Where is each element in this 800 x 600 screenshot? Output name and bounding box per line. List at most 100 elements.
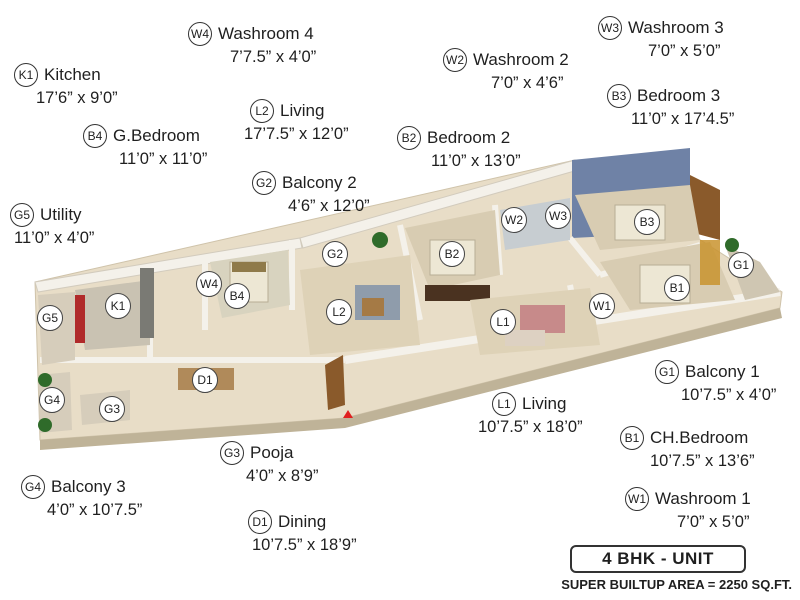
code-l1: L1: [492, 392, 516, 416]
marker-w1: W1: [589, 293, 615, 319]
slab-edge: [40, 308, 782, 450]
dim-g2: 4’6” x 12’0”: [288, 197, 370, 215]
plant-2: [38, 418, 52, 432]
plant-4: [725, 238, 739, 252]
dim-d1: 10’7.5” x 18’9”: [252, 536, 357, 554]
marker-b4: B4: [224, 283, 250, 309]
label-l1: L1 Living 10’7.5” x 18’0”: [478, 392, 583, 437]
code-w1: W1: [625, 487, 649, 511]
dim-b4: 11’0” x 11’0”: [119, 150, 208, 168]
code-g2: G2: [252, 171, 276, 195]
marker-l2: L2: [326, 299, 352, 325]
marker-g4: G4: [39, 387, 65, 413]
code-b2: B2: [397, 126, 421, 150]
code-k1: K1: [14, 63, 38, 87]
name-b2: Bedroom 2: [427, 128, 511, 147]
headboard-b4: [232, 262, 266, 272]
label-g2: G2 Balcony 2 4’6” x 12’0”: [252, 171, 370, 216]
plant-1: [38, 373, 52, 387]
code-g5: G5: [10, 203, 34, 227]
marker-b1: B1: [664, 275, 690, 301]
label-b1: B1 CH.Bedroom 10’7.5” x 13’6”: [620, 426, 755, 471]
dim-l2: 17’7.5” x 12’0”: [244, 125, 349, 143]
code-w4: W4: [188, 22, 212, 46]
label-l2: L2 Living 17’7.5” x 12’0”: [244, 99, 349, 144]
wardrobe-b3: [690, 175, 720, 240]
dim-g1: 10’7.5” x 4’0”: [681, 386, 777, 404]
tv-unit-b2: [425, 285, 490, 301]
name-w2: Washroom 2: [473, 50, 569, 69]
dim-g5: 11’0” x 4’0”: [14, 229, 95, 247]
name-k1: Kitchen: [44, 65, 101, 84]
marker-w4: W4: [196, 271, 222, 297]
super-builtup-area: SUPER BUILTUP AREA = 2250 SQ.FT.: [561, 577, 792, 592]
dim-b2: 11’0” x 13’0”: [431, 152, 521, 170]
label-d1: D1 Dining 10’7.5” x 18’9”: [248, 510, 357, 555]
name-b4: G.Bedroom: [113, 126, 200, 145]
name-l1: Living: [522, 394, 567, 413]
dim-w1: 7’0” x 5’0”: [677, 513, 750, 531]
sofa-l1: [520, 305, 565, 333]
code-b3: B3: [607, 84, 631, 108]
code-b4: B4: [83, 124, 107, 148]
marker-b3: B3: [634, 209, 660, 235]
marker-g5: G5: [37, 305, 63, 331]
label-b4: B4 G.Bedroom 11’0” x 11’0”: [83, 124, 207, 169]
label-w1: W1 Washroom 1 7’0” x 5’0”: [625, 487, 751, 532]
dim-b1: 10’7.5” x 13’6”: [650, 452, 755, 470]
main-door: [325, 355, 345, 410]
code-l2: L2: [250, 99, 274, 123]
name-g1: Balcony 1: [685, 362, 760, 381]
name-b1: CH.Bedroom: [650, 428, 749, 447]
wall-north-left: [34, 237, 303, 293]
code-g4: G4: [21, 475, 45, 499]
rug-l1: [505, 330, 545, 346]
name-l2: Living: [280, 101, 325, 120]
wardrobe-b1: [700, 240, 720, 285]
code-g1: G1: [655, 360, 679, 384]
dim-g4: 4’0” x 10’7.5”: [47, 501, 143, 519]
code-w3: W3: [598, 16, 622, 40]
name-g2: Balcony 2: [282, 173, 357, 192]
label-b2: B2 Bedroom 2 11’0” x 13’0”: [397, 126, 521, 171]
code-d1: D1: [248, 510, 272, 534]
marker-g1: G1: [728, 252, 754, 278]
dim-g3: 4’0” x 8’9”: [246, 467, 319, 485]
wall-b2-w2: [492, 204, 503, 276]
label-g5: G5 Utility 11’0” x 4’0”: [10, 203, 94, 248]
marker-w2: W2: [501, 207, 527, 233]
name-b3: Bedroom 3: [637, 86, 721, 105]
entry-arrow-icon: [343, 410, 353, 418]
kitchen-shelf: [140, 268, 154, 338]
label-g1: G1 Balcony 1 10’7.5” x 4’0”: [655, 360, 776, 405]
table-l2: [362, 298, 384, 316]
dim-w2: 7’0” x 4’6”: [491, 74, 564, 92]
unit-type-box: 4 BHK - UNIT: [570, 545, 746, 573]
name-w1: Washroom 1: [655, 489, 751, 508]
marker-d1: D1: [192, 367, 218, 393]
marker-g2: G2: [322, 241, 348, 267]
marker-w3: W3: [545, 203, 571, 229]
name-g4: Balcony 3: [51, 477, 126, 496]
name-w4: Washroom 4: [218, 24, 314, 43]
name-g3: Pooja: [250, 443, 294, 462]
label-g4: G4 Balcony 3 4’0” x 10’7.5”: [21, 475, 142, 520]
name-d1: Dining: [278, 512, 327, 531]
code-w2: W2: [443, 48, 467, 72]
name-g5: Utility: [40, 205, 82, 224]
dim-l1: 10’7.5” x 18’0”: [478, 418, 583, 436]
wall-b3: [567, 236, 603, 277]
marker-g3: G3: [99, 396, 125, 422]
label-w2: W2 Washroom 2 7’0” x 4’6”: [443, 48, 569, 93]
marker-b2: B2: [439, 241, 465, 267]
name-w3: Washroom 3: [628, 18, 724, 37]
plant-3: [372, 232, 388, 248]
marker-l1: L1: [490, 309, 516, 335]
code-b1: B1: [620, 426, 644, 450]
